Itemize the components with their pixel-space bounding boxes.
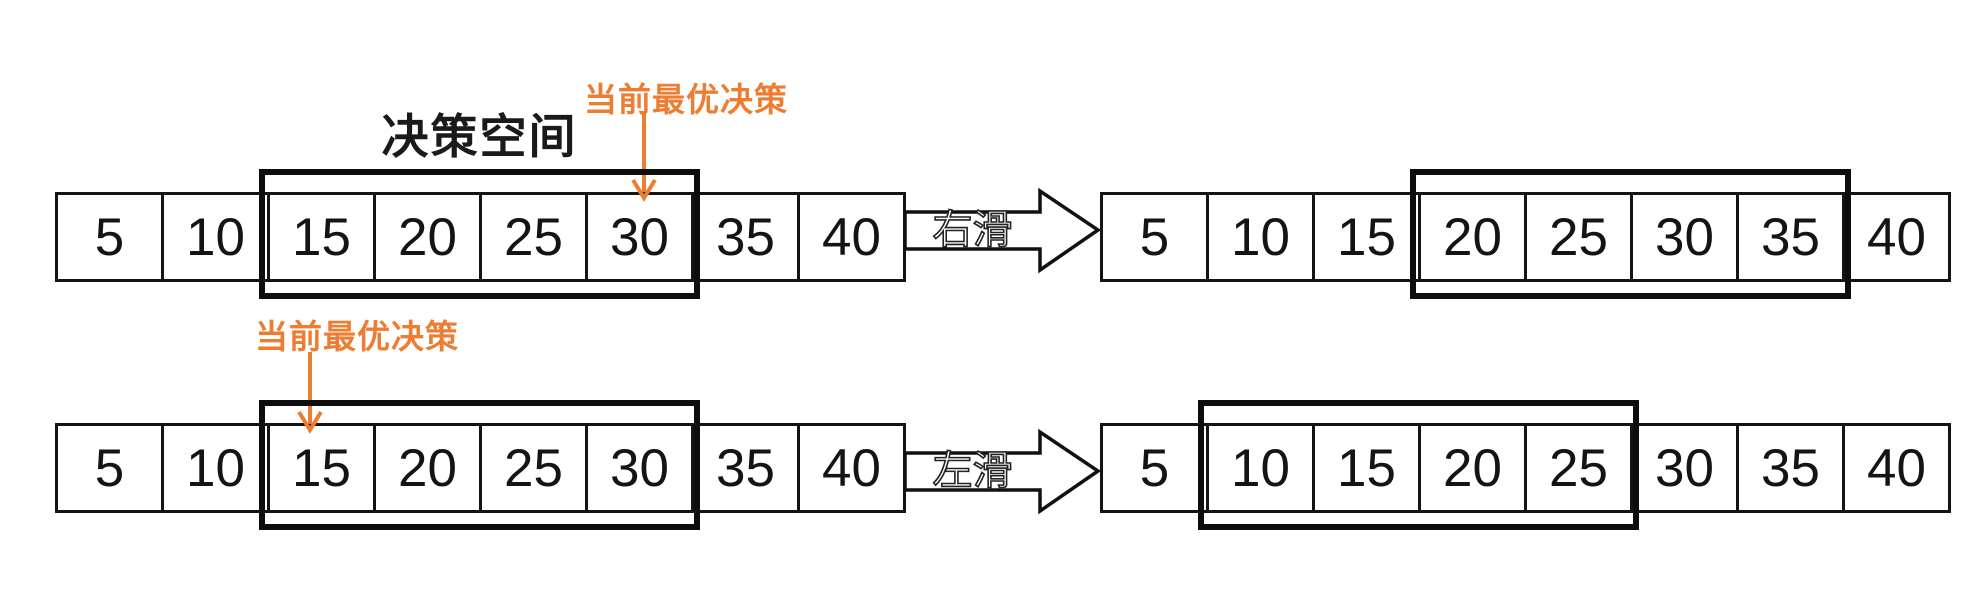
slide-right-arrow xyxy=(903,187,1102,274)
slide-left-label: 左滑 xyxy=(932,448,1014,493)
array-bottom-left: 5 10 15 20 25 30 35 40 xyxy=(55,423,906,513)
decision-window-top-right xyxy=(1410,169,1851,299)
array-cell: 30 xyxy=(585,192,694,282)
array-cell: 5 xyxy=(1100,423,1209,513)
array-top-right: 5 10 15 20 25 30 35 40 xyxy=(1100,192,1951,282)
array-cell: 35 xyxy=(1736,192,1845,282)
array-cell: 40 xyxy=(797,423,906,513)
array-cell: 25 xyxy=(1524,423,1633,513)
pointer-arrow-bottom xyxy=(297,352,323,434)
array-cell: 25 xyxy=(479,192,588,282)
current-best-annotation-bottom: 当前最优决策 xyxy=(255,318,459,355)
array-cell: 15 xyxy=(1312,423,1421,513)
array-cell: 5 xyxy=(55,423,164,513)
array-cell: 40 xyxy=(1842,192,1951,282)
array-cell: 15 xyxy=(267,192,376,282)
array-cell: 25 xyxy=(1524,192,1633,282)
decision-window-bottom-right xyxy=(1198,400,1639,530)
array-cell: 15 xyxy=(1312,192,1421,282)
array-cell: 40 xyxy=(1842,423,1951,513)
current-best-annotation-top: 当前最优决策 xyxy=(584,81,788,118)
decision-window-top-left xyxy=(259,169,700,299)
array-cell: 35 xyxy=(691,423,800,513)
array-cell: 40 xyxy=(797,192,906,282)
slide-left-arrow xyxy=(903,428,1102,515)
array-cell: 20 xyxy=(1418,192,1527,282)
decision-window-bottom-left xyxy=(259,400,700,530)
array-cell: 5 xyxy=(55,192,164,282)
array-cell: 30 xyxy=(1630,423,1739,513)
array-cell: 30 xyxy=(1630,192,1739,282)
array-cell: 20 xyxy=(373,423,482,513)
array-cell: 35 xyxy=(1736,423,1845,513)
array-cell: 30 xyxy=(585,423,694,513)
array-cell: 5 xyxy=(1100,192,1209,282)
array-top-left: 5 10 15 20 25 30 35 40 xyxy=(55,192,906,282)
array-cell: 20 xyxy=(373,192,482,282)
pointer-arrow-top xyxy=(631,112,657,202)
slide-right-label: 右滑 xyxy=(932,207,1014,252)
decision-space-label: 决策空间 xyxy=(381,110,578,163)
array-bottom-right: 5 10 15 20 25 30 35 40 xyxy=(1100,423,1951,513)
array-cell: 10 xyxy=(161,423,270,513)
